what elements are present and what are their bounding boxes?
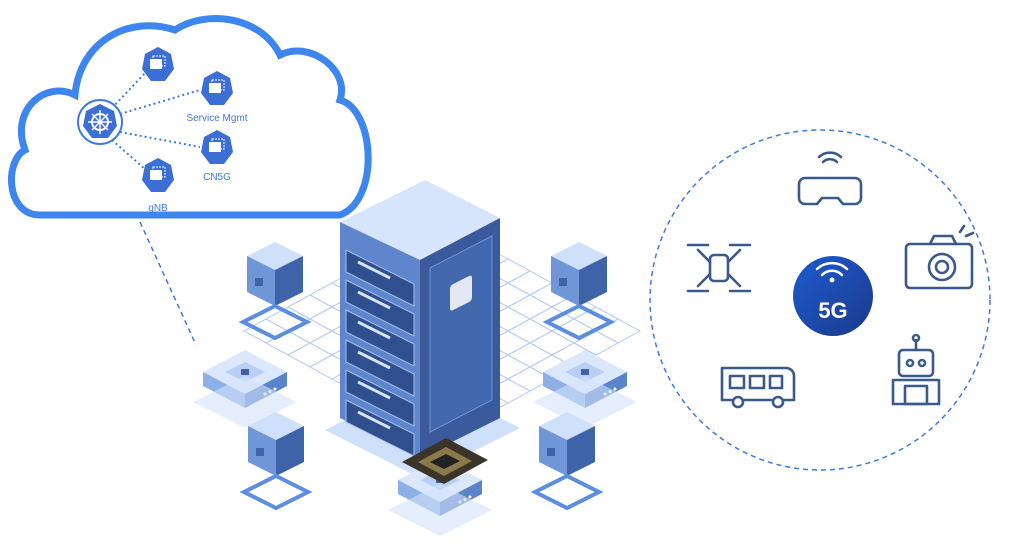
robot-icon xyxy=(891,333,941,406)
kubernetes-icon xyxy=(77,99,123,145)
grid-tile xyxy=(529,330,575,356)
server-slot-led xyxy=(357,350,391,370)
gpu-chip-icon xyxy=(402,438,488,484)
grid-tile xyxy=(243,318,289,344)
server-slot-led xyxy=(357,320,391,340)
server-slot-led xyxy=(357,380,391,400)
grid-tile xyxy=(595,318,641,344)
edge-node-cube xyxy=(242,410,310,510)
grid-tile xyxy=(507,342,553,368)
vr-headset-icon xyxy=(797,151,863,206)
pod-label-cn5g: CN5G xyxy=(203,172,231,183)
edge-node-cube xyxy=(545,240,613,340)
router-node xyxy=(533,350,637,428)
5g-badge: 5G xyxy=(793,256,873,336)
edge-node-cube xyxy=(533,410,601,510)
grid-tile xyxy=(507,270,553,296)
5g-label: 5G xyxy=(818,298,847,323)
cloud: Service Mgmt CN5G gNB xyxy=(8,15,372,219)
server-slot-led xyxy=(357,290,391,310)
server-slot-led xyxy=(357,260,391,280)
drone-icon xyxy=(686,243,752,293)
server-rack xyxy=(325,180,520,478)
pod-label-service-mgmt: Service Mgmt xyxy=(186,113,247,124)
grid-tile xyxy=(507,294,553,320)
grid-tile xyxy=(573,330,619,356)
device-zone xyxy=(649,129,991,471)
server-slot-led xyxy=(357,410,391,430)
camera-icon xyxy=(904,224,975,290)
cloud-connector-line xyxy=(139,221,197,346)
grid-tile xyxy=(287,342,333,368)
pod-label-gnb: gNB xyxy=(148,203,168,214)
bus-icon xyxy=(720,366,796,409)
